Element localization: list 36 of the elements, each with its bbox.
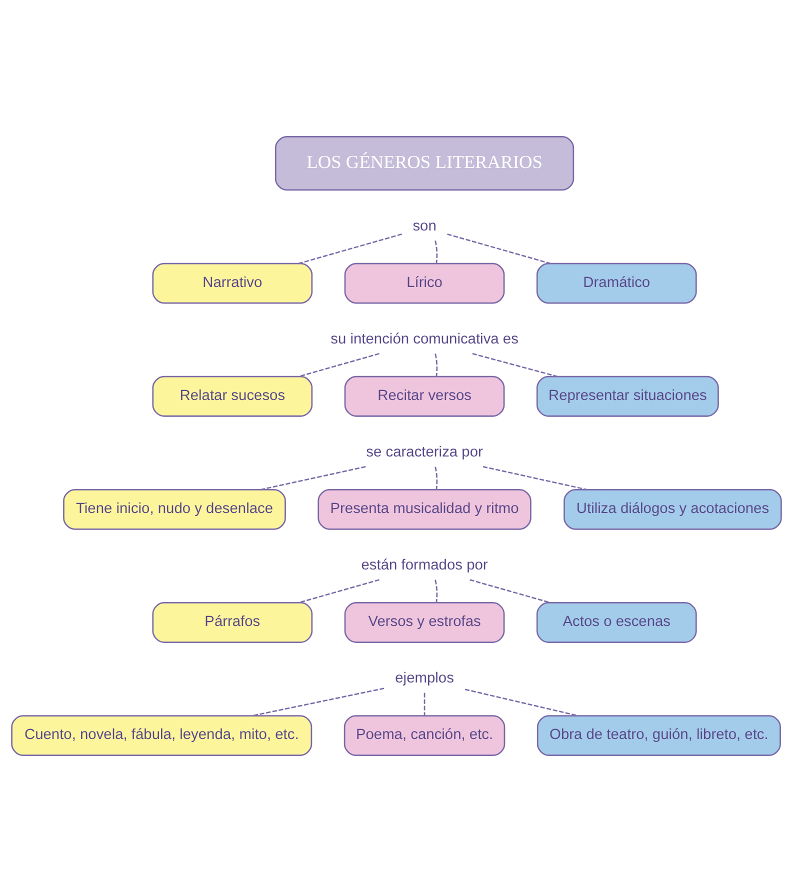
node-box: Narrativo — [152, 262, 313, 304]
node-box: Actos o escenas — [536, 602, 697, 643]
node-text: ejemplos — [395, 670, 454, 687]
connector — [298, 579, 380, 604]
node-box: Cuento, novela, fábula, leyenda, mito, etc. — [11, 715, 312, 756]
node-box: Lírico — [344, 262, 505, 304]
node-box: Tiene inicio, nudo y desenlace — [63, 488, 286, 530]
connector — [298, 234, 402, 264]
node-box: LOS GÉNEROS LITERARIOS — [274, 136, 574, 191]
node-box: Representar situaciones — [536, 376, 719, 417]
node-box: Poema, canción, etc. — [344, 715, 506, 756]
node-box: Versos y estrofas — [344, 602, 505, 643]
connector — [434, 240, 438, 264]
connector — [434, 354, 438, 377]
node-text: se caracteriza por — [366, 444, 483, 460]
node-text: son — [412, 218, 436, 234]
node-box: Recitar versos — [344, 376, 505, 417]
node-box: Utiliza diálogos y acotaciones — [564, 488, 782, 530]
connector — [482, 466, 588, 490]
node-box: Presenta musicalidad y ritmo — [318, 488, 532, 530]
connector — [470, 579, 550, 604]
connector — [472, 352, 558, 378]
connector — [298, 352, 380, 378]
node-box: Obra de teatro, guión, libreto, etc. — [536, 715, 781, 756]
connector — [434, 580, 438, 603]
node-box: Relatar sucesos — [152, 376, 313, 417]
connector — [447, 234, 550, 264]
connector — [424, 692, 426, 716]
connector — [260, 466, 366, 490]
connector — [434, 466, 438, 490]
node-box: Párrafos — [152, 602, 313, 643]
node-text: están formados por — [361, 557, 488, 574]
node-box: Dramático — [536, 262, 697, 304]
node-text: su intención comunicativa es — [330, 331, 518, 348]
connector — [252, 688, 384, 716]
connector — [464, 688, 578, 716]
